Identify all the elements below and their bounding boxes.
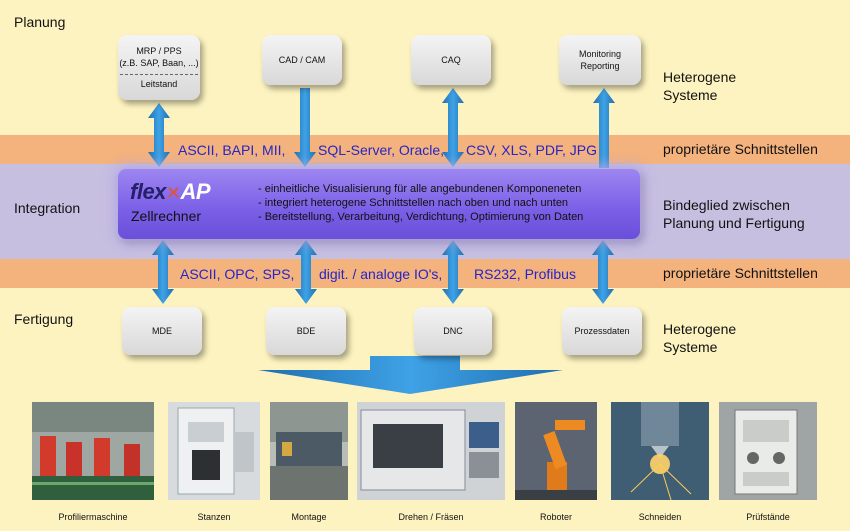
system-monitoring-line1: Monitoring [578,49,622,59]
label-line: Systeme [663,339,718,355]
system-mrp-leitstand: Leitstand [140,79,178,89]
machine-caption: Roboter [539,512,573,522]
interfaces-bottom-ascii: ASCII, OPC, SPS, [180,266,295,282]
proprietary-band-top [0,135,850,164]
arrow-mrp-double [148,103,170,167]
section-label-production: Fertigung [14,311,74,327]
system-cad-cam: CAD / CAM [262,35,342,85]
logo-x-mark: ✕ [165,183,181,203]
flexap-feature-list: - einheitliche Visualisierung für alle a… [258,182,583,224]
machine-photo-profiling [32,402,154,500]
flexap-central-box: flex✕AP Zellrechner - einheitliche Visua… [118,169,640,239]
logo-flex: flex [130,179,166,204]
flexap-subtitle: Zellrechner [131,208,202,224]
proprietary-interfaces-label-top: proprietäre Schnittstellen [663,141,818,157]
label-line: Planung und Fertigung [663,215,805,231]
machine-photo-stamping [168,402,260,500]
section-label-integration: Integration [14,200,81,216]
machine-photo-turning-milling [357,402,505,500]
arrow-monitoring-up [593,88,615,168]
arrow-mde-double [152,240,174,304]
flexap-logo: flex✕AP [130,179,211,205]
machine-photo-assembly [270,402,348,500]
machine-photo-cutting [611,402,709,500]
machine-caption: Prüfstände [746,512,790,522]
section-label-planning: Planung [14,14,66,30]
machine-caption: Drehen / Fräsen [398,512,464,522]
system-mrp-pps: MRP / PPS (z.B. SAP, Baan, ...) Leitstan… [118,35,200,100]
heterogeneous-systems-label-bottom: Heterogene Systeme [663,320,736,356]
system-dnc: DNC [414,307,492,355]
proprietary-band-bottom [0,259,850,288]
label-line: Bindeglied zwischen [663,197,790,213]
feature-item: - Bereitstellung, Verarbeitung, Verdicht… [258,211,584,223]
system-mrp-divider [120,74,198,75]
system-bde: BDE [266,307,346,355]
interfaces-top-ascii: ASCII, BAPI, MII, [178,142,286,158]
interfaces-top-csv: CSV, XLS, PDF, JPG [466,142,597,158]
machine-caption: Profiliermaschine [58,512,128,522]
label-line: Heterogene [663,69,737,85]
system-monitoring-reporting: Monitoring Reporting [559,35,641,85]
arrow-to-machines [258,356,563,394]
system-caq: CAQ [411,35,491,85]
machine-photo-robot [515,402,597,500]
system-mde: MDE [122,307,202,355]
arrow-bde-double [295,240,317,304]
label-line: Heterogene [663,321,737,337]
arrow-dnc-double [442,240,464,304]
arrow-caq-double [442,88,464,167]
system-mrp-title: MRP / PPS [136,46,182,56]
link-label: Bindeglied zwischen Planung und Fertigun… [663,196,805,232]
machine-photo-test-stands [719,402,817,500]
interfaces-bottom-rs232: RS232, Profibus [474,266,576,282]
system-process-data: Prozessdaten [562,307,642,355]
system-monitoring-line2: Reporting [580,61,620,71]
machine-caption: Montage [291,512,327,522]
arrow-process-double [592,240,614,304]
label-line: Systeme [663,87,718,103]
feature-item: - einheitliche Visualisierung für alle a… [258,183,582,195]
heterogeneous-systems-label-top: Heterogene Systeme [663,68,736,104]
system-mrp-examples: (z.B. SAP, Baan, ...) [119,58,199,68]
logo-ap: AP [180,179,211,204]
proprietary-interfaces-label-bottom: proprietäre Schnittstellen [663,265,818,281]
interfaces-bottom-io: digit. / analoge IO's, [319,266,443,282]
feature-item: - integriert heterogene Schnittstellen n… [258,197,569,209]
machine-caption: Schneiden [638,512,682,522]
machine-caption: Stanzen [197,512,231,522]
arrow-cad-down [294,88,316,167]
interfaces-top-sql: SQL-Server, Oracle, [318,142,445,158]
